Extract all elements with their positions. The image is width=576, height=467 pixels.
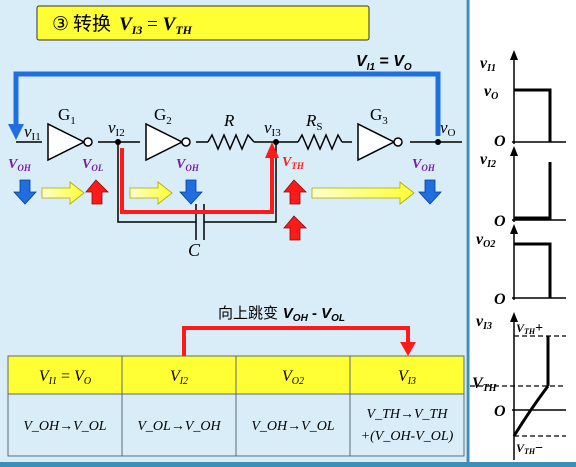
feedback-wire <box>13 71 441 136</box>
gate-g1-label: G1 <box>58 105 76 127</box>
level-vol: VOL <box>82 157 104 173</box>
down-arrow-vo2 <box>179 179 203 205</box>
node-vi3-label: vI3 <box>264 118 281 139</box>
table-header-vi3: VI3 <box>398 368 416 387</box>
down-arrow-vi1 <box>13 179 37 205</box>
level-vth: VTH <box>282 155 305 171</box>
right-arrow-2 <box>129 181 173 205</box>
node-vi2-dot <box>115 139 121 145</box>
wave-vo-level-label: vO <box>484 83 498 102</box>
wave-vi2-zero: O <box>494 213 506 230</box>
gate-g3: G3 <box>352 105 410 166</box>
capacitor-label: C <box>188 240 201 260</box>
gate-g1: G1 <box>42 105 98 166</box>
red-signal-path <box>120 148 274 214</box>
gate-g3-label: G3 <box>370 105 388 127</box>
down-arrow-vo <box>418 179 442 205</box>
wave-vth-minus-label: VTH− <box>516 441 543 456</box>
waveform-panel <box>466 0 576 462</box>
node-vo-dot <box>435 139 441 145</box>
jump-bracket <box>182 326 410 356</box>
node-vo-label: vO <box>440 118 456 139</box>
table-cell-vi3-line2: +(V_OH-V_OL) <box>361 429 454 444</box>
state-table: VI1 = VO VI2 VO2 VI3 V_OH→V_OL V_OL→V_OH… <box>7 355 465 457</box>
jump-label: 向上跳变 VOH - VOL <box>218 304 345 324</box>
jump-arrowhead <box>400 342 416 356</box>
waveform-vi2: vI2 O <box>480 146 566 230</box>
node-vi2-label: vI2 <box>108 118 125 139</box>
level-voh-1: VOH <box>8 157 32 173</box>
table-cell-vo2: V_OH→V_OL <box>251 419 334 434</box>
wave-vth-plus-label: VTH+ <box>516 321 543 336</box>
wave-vth-label: VTH <box>472 375 498 394</box>
waveform-vi3: vI3 VTH+ VTH O VTH− <box>470 312 566 460</box>
resistor-rs: RS <box>297 111 343 151</box>
up-arrow-vi3-1 <box>283 179 307 205</box>
gate-g2: G2 <box>140 105 196 166</box>
up-arrow-vi3-2 <box>283 215 307 241</box>
waveform-vo2: vO2 O <box>476 224 566 308</box>
node-vi1-label: vI1 <box>24 122 41 143</box>
node-vi3-dot <box>273 139 279 145</box>
table-header-vo2: VO2 <box>282 368 304 387</box>
resistor-r: R <box>207 111 255 151</box>
table-header-vi1: VI1 = VO <box>39 368 91 387</box>
resistor-rs-label: RS <box>305 111 323 133</box>
right-arrow-1 <box>41 181 85 205</box>
table-cell-vi2: V_OL→V_OH <box>137 419 221 434</box>
wave-vi2-label: vI2 <box>480 151 496 170</box>
right-arrow-3 <box>311 181 415 205</box>
table-header-vi2: VI2 <box>170 368 188 387</box>
wave-vo2-label: vO2 <box>476 231 495 250</box>
wave-vi3-label: vI3 <box>476 313 492 332</box>
red-path-arrowhead <box>265 142 279 158</box>
wave-vi3-zero: O <box>494 403 506 420</box>
wave-vi1-label: vI1 <box>480 55 496 74</box>
wave-vi1-zero: O <box>494 133 506 150</box>
waveform-vi1: vI1 vO O <box>480 50 566 150</box>
table-cell-vi3-line1: V_TH→V_TH <box>367 407 449 422</box>
feedback-arrowhead <box>8 124 24 140</box>
up-arrow-vi2 <box>85 179 109 205</box>
gate-g2-label: G2 <box>154 105 172 127</box>
feedback-label: VI1 = VO <box>356 53 412 73</box>
level-voh-3: VOH <box>412 157 436 173</box>
resistor-r-label: R <box>223 111 235 130</box>
table-cell-vi1: V_OH→V_OL <box>23 419 106 434</box>
level-voh-2: VOH <box>176 157 200 173</box>
wave-vo2-zero: O <box>494 291 506 308</box>
